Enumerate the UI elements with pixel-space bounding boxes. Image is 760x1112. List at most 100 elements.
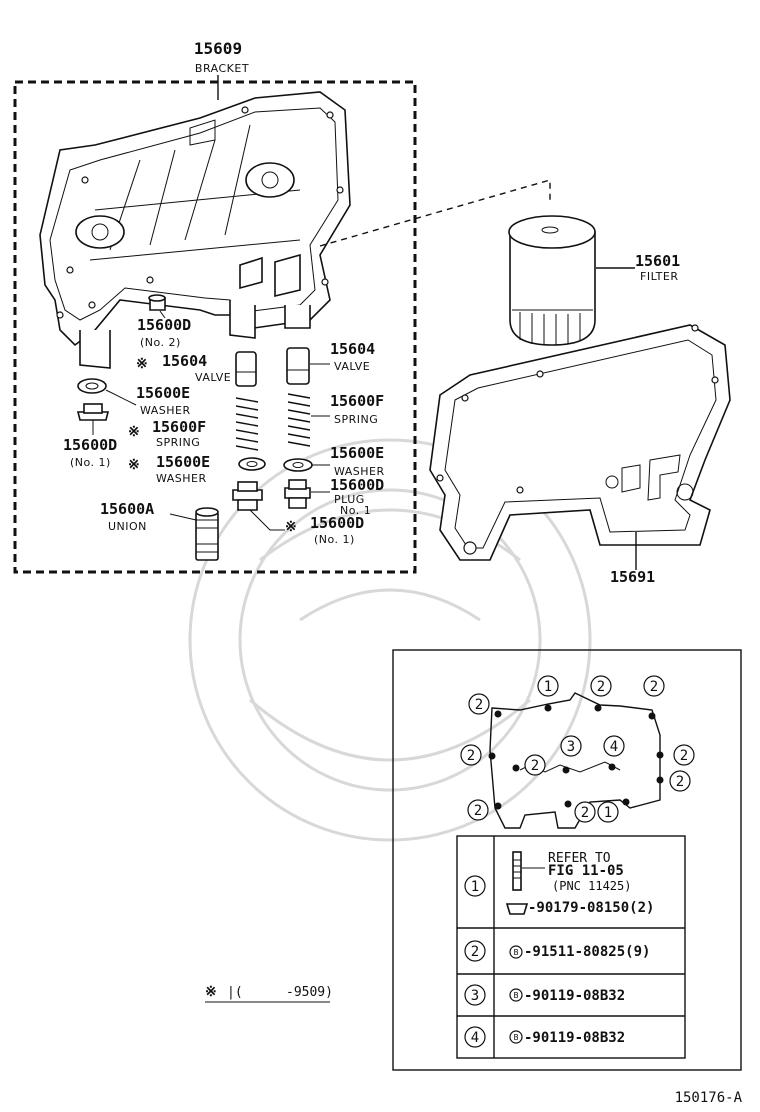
- bolt-marker: 2: [467, 799, 489, 821]
- bolt-table-row: 4 B -90119-08B32: [464, 1026, 625, 1048]
- bolt-marker: 2: [468, 693, 490, 715]
- union-label: UNION: [108, 520, 147, 533]
- bolt-marker: 2: [673, 744, 695, 766]
- bolt-table-row: 3 B -90119-08B32: [464, 984, 625, 1006]
- spring-right-part-no: 15600F: [330, 392, 384, 410]
- plug-right[interactable]: [284, 479, 311, 509]
- valve-left[interactable]: [235, 351, 257, 387]
- filter-label: FILTER: [640, 270, 679, 283]
- union-fitting[interactable]: [195, 507, 219, 561]
- refer-line-2: FIG 11-05: [548, 863, 624, 879]
- svg-text:1: 1: [544, 679, 552, 695]
- circled-b-icon: B: [509, 1030, 523, 1044]
- row-number: 1: [471, 879, 479, 895]
- washer-left-leader: [105, 389, 137, 406]
- svg-text:2: 2: [680, 748, 688, 764]
- svg-text:2: 2: [531, 758, 539, 774]
- part-number: -90179-08150(2): [528, 900, 654, 916]
- circled-b-icon: B: [509, 945, 523, 959]
- bolt-marker: 2: [643, 675, 665, 697]
- spring-right-label: SPRING: [334, 413, 378, 426]
- spring-left-part-no: 15600F: [152, 418, 206, 436]
- figure-code: 150176-A: [675, 1090, 743, 1106]
- part-number: -90119-08B32: [524, 988, 625, 1004]
- svg-text:2: 2: [475, 697, 483, 713]
- bracket-gasket[interactable]: [429, 324, 731, 561]
- valve-left-mark: ※: [136, 356, 148, 372]
- svg-text:4: 4: [610, 739, 618, 755]
- part-number: -91511-80825(9): [524, 944, 650, 960]
- valve-right-part-no: 15604: [330, 340, 375, 358]
- bolt-marker: 2: [524, 754, 546, 776]
- plug-no1-left[interactable]: [76, 403, 110, 435]
- spring-left[interactable]: [235, 397, 259, 451]
- svg-text:2: 2: [467, 748, 475, 764]
- svg-text:2: 2: [597, 679, 605, 695]
- long-bolt-icon: [512, 851, 522, 891]
- bolt-table-row: 1 REFER TO FIG 11-05 (PNC 11425) -90179-…: [464, 851, 654, 916]
- spring-left-mark: ※: [128, 424, 140, 440]
- svg-text:2: 2: [474, 803, 482, 819]
- plug-right-label: PLUG: [334, 493, 365, 506]
- bolt-marker: 1: [537, 675, 559, 697]
- washer-center-part-no: 15600E: [156, 453, 210, 471]
- union-leader: [169, 513, 197, 521]
- svg-text:3: 3: [567, 739, 575, 755]
- bolt-marker: 4: [603, 735, 625, 757]
- valve-right[interactable]: [286, 347, 310, 385]
- bolt-layout-outline: [488, 692, 664, 829]
- washer-left-label: WASHER: [140, 404, 191, 417]
- refer-line-3: (PNC 11425): [552, 879, 631, 893]
- plug-right-part-no: 15600D: [330, 476, 384, 494]
- bracket-label: BRACKET: [195, 62, 249, 75]
- svg-text:B: B: [514, 991, 519, 1000]
- svg-text:2: 2: [581, 805, 589, 821]
- row-number: 3: [471, 988, 479, 1004]
- washer-right[interactable]: [283, 458, 313, 472]
- row-number: 2: [471, 944, 479, 960]
- bolt-marker: 2: [669, 770, 691, 792]
- bolt-table: [456, 835, 686, 1059]
- washer-center[interactable]: [238, 457, 266, 471]
- circled-b-icon: B: [509, 988, 523, 1002]
- watermark-emblem: [188, 438, 592, 842]
- valve-left-part-no: 15604: [162, 352, 207, 370]
- plug-bottom-leader: [249, 509, 285, 531]
- footnote-bracket: |(: [227, 985, 243, 1000]
- plug-bottom[interactable]: [232, 481, 263, 511]
- bolt-markers: 1 2 2 2 2 2 2 2 2 3 4 2 1: [460, 675, 695, 823]
- plug-no2[interactable]: [148, 294, 166, 311]
- oil-filter[interactable]: [508, 215, 596, 346]
- svg-text:2: 2: [650, 679, 658, 695]
- bolt-marker: 2: [574, 801, 596, 823]
- bolt-table-row: 2 B -91511-80825(9): [464, 940, 650, 962]
- filter-part-no: 15601: [635, 252, 680, 270]
- plug-no2-leader: [159, 310, 166, 319]
- flange-nut-icon: [505, 903, 529, 915]
- filter-mount-dashline: [319, 179, 551, 247]
- plug-bottom-note: (No. 1): [314, 533, 355, 546]
- washer-center-label: WASHER: [156, 472, 207, 485]
- washer-right-part-no: 15600E: [330, 444, 384, 462]
- footnote-mark: ※: [205, 984, 217, 1000]
- plug-no1-left-note: (No. 1): [70, 456, 111, 469]
- bracket-part-no: 15609: [194, 39, 242, 58]
- plug-bottom-mark: ※: [285, 519, 297, 535]
- washer-center-mark: ※: [128, 457, 140, 473]
- washer-left[interactable]: [77, 378, 107, 394]
- bracket-housing[interactable]: [39, 91, 351, 369]
- bracket-group-frame: [13, 80, 417, 574]
- spring-left-label: SPRING: [156, 436, 200, 449]
- bolt-marker: 2: [590, 675, 612, 697]
- bolt-location-panel: [392, 649, 742, 1071]
- washer-left-part-no: 15600E: [136, 384, 190, 402]
- bolt-marker: 3: [560, 735, 582, 757]
- svg-text:B: B: [514, 948, 519, 957]
- washer-right-label: WASHER: [334, 465, 385, 478]
- gasket-part-no: 15691: [610, 568, 655, 586]
- svg-text:1: 1: [604, 805, 612, 821]
- bolt-marker: 2: [460, 744, 482, 766]
- spring-right[interactable]: [287, 393, 311, 447]
- valve-right-label: VALVE: [334, 360, 370, 373]
